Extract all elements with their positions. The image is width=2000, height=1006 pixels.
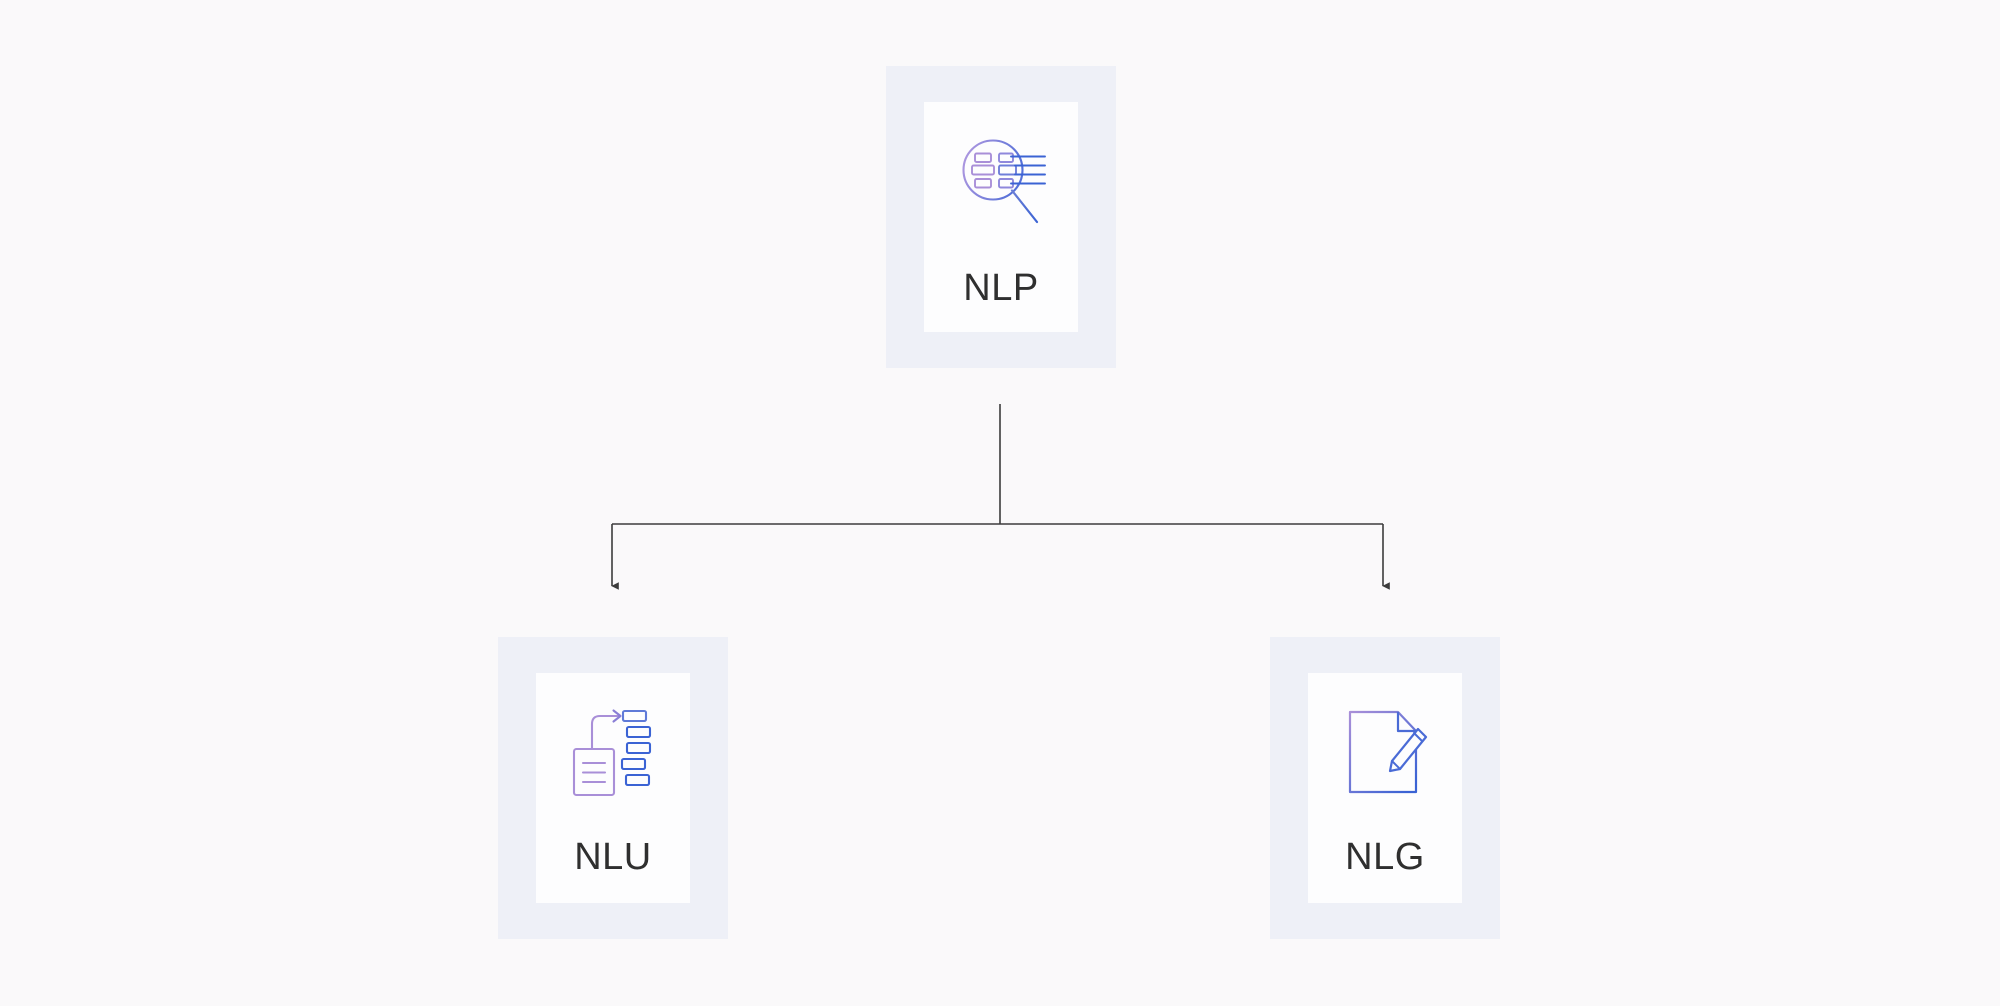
document-to-tokens-arrow-icon — [570, 707, 656, 802]
node-label-nlu: NLU — [574, 836, 652, 878]
magnifier-text-analysis-icon — [953, 136, 1049, 233]
node-card-inner-nlg: NLG — [1308, 673, 1462, 903]
document-pencil-write-icon — [1342, 707, 1428, 802]
node-card-inner-nlp: NLP — [924, 102, 1078, 332]
node-card-inner-nlu: NLU — [536, 673, 690, 903]
node-label-nlp: NLP — [963, 267, 1039, 309]
node-label-nlg: NLG — [1345, 836, 1425, 878]
node-card-nlu[interactable]: NLU — [498, 637, 728, 939]
node-card-nlp[interactable]: NLP — [886, 66, 1116, 368]
node-card-nlg[interactable]: NLG — [1270, 637, 1500, 939]
